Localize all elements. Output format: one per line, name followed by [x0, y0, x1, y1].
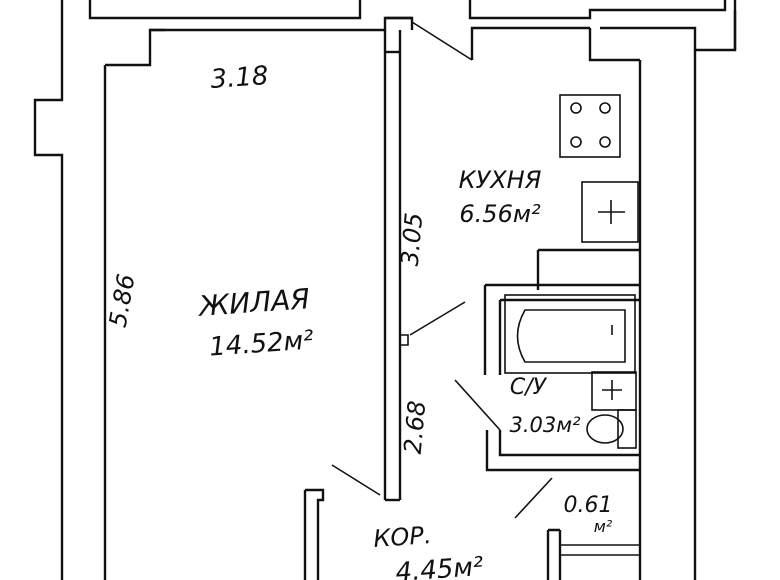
- partition-lower-dim: 2.68: [399, 399, 432, 455]
- bathtub: [504, 294, 636, 374]
- kitchen-sink: [581, 181, 639, 243]
- toilet: [586, 409, 637, 449]
- closet-unit: м²: [594, 517, 613, 536]
- corridor-area: 4.45м²: [395, 552, 485, 580]
- washbasin: [591, 371, 637, 411]
- kitchen-name: КУХНЯ: [459, 166, 542, 194]
- bathroom-area: 3.03м²: [509, 413, 581, 437]
- interior-walls: [303, 16, 640, 580]
- closet-area: 0.61: [564, 493, 613, 518]
- dimension-labels: 3.18 5.86 3.05 2.68: [104, 61, 432, 455]
- stove: [559, 94, 621, 158]
- exterior-walls: [33, 0, 737, 580]
- corridor-name: КОР.: [373, 521, 433, 553]
- bathroom-name: С/У: [510, 375, 548, 400]
- living-width-dim: 3.18: [210, 61, 270, 95]
- room-labels: ЖИЛАЯ 14.52м² КУХНЯ 6.56м² С/У 3.03м² КО…: [196, 166, 613, 580]
- living-length-dim: 5.86: [104, 272, 141, 329]
- partition-upper-dim: 3.05: [396, 211, 429, 267]
- living-room-area: 14.52м²: [208, 325, 314, 362]
- kitchen-area: 6.56м²: [459, 200, 541, 228]
- living-room-name: ЖИЛАЯ: [196, 282, 311, 323]
